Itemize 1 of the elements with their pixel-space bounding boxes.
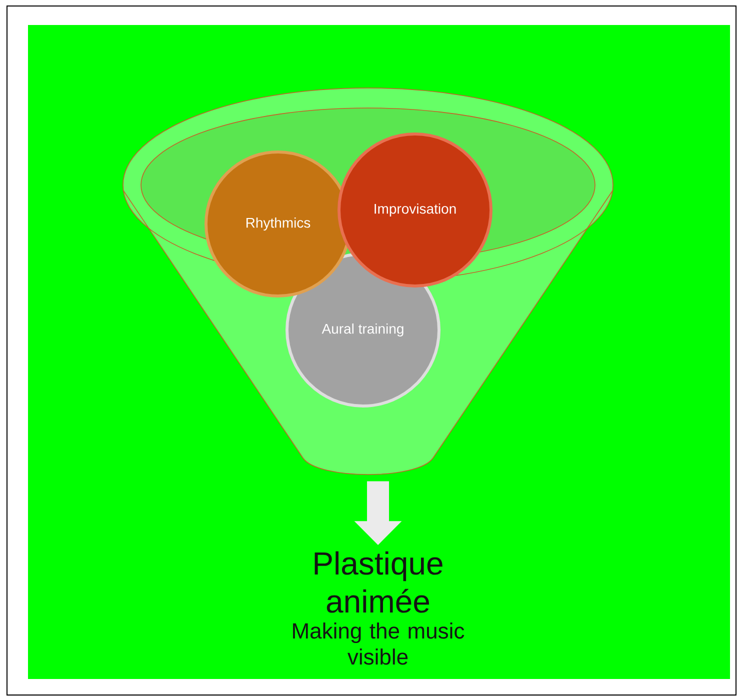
result-text: Plastique animée Making the music visible [293, 551, 464, 665]
